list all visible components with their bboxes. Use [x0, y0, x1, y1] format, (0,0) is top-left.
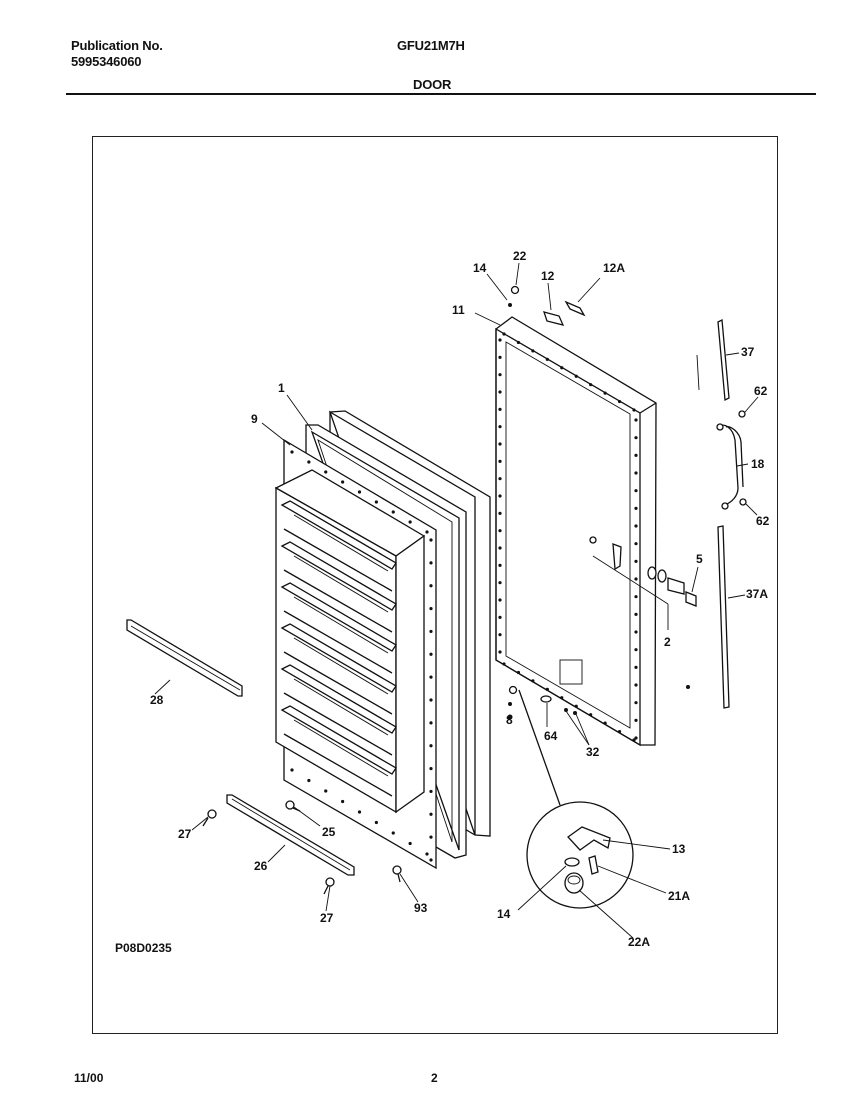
- callout-62-bottom: 62: [756, 514, 770, 528]
- callout-62-top: 62: [754, 384, 768, 398]
- hinge-parts-mid: [589, 536, 697, 630]
- callout-64: 64: [544, 729, 558, 743]
- screw-27a: [202, 809, 217, 827]
- door-outer-panel: [495, 316, 657, 747]
- callout-13: 13: [672, 842, 686, 856]
- callout-12: 12: [541, 269, 555, 283]
- drawing-code: P08D0235: [115, 941, 172, 955]
- callout-27-left: 27: [178, 827, 192, 841]
- callout-22: 22: [513, 249, 527, 263]
- door-inner-liner: [274, 438, 437, 870]
- footer-page-number: 2: [431, 1071, 438, 1085]
- screw-93: [392, 865, 402, 883]
- publication-label: Publication No.: [71, 38, 163, 53]
- callout-93: 93: [414, 901, 428, 915]
- callout-2: 2: [664, 635, 671, 649]
- callout-21a: 21A: [668, 889, 690, 903]
- shelf-rail-28: [126, 619, 243, 697]
- section-title: DOOR: [413, 77, 452, 92]
- callout-25: 25: [322, 825, 336, 839]
- callout-12a: 12A: [603, 261, 625, 275]
- callout-37a: 37A: [746, 587, 768, 601]
- callout-37: 37: [741, 345, 755, 359]
- publication-number: 5995346060: [71, 54, 142, 69]
- model-number: GFU21M7H: [397, 38, 465, 53]
- header-rule: [66, 93, 816, 95]
- leader-lines: [154, 262, 759, 939]
- callout-14-bottom: 14: [497, 907, 511, 921]
- callout-26: 26: [254, 859, 268, 873]
- callout-32: 32: [586, 745, 600, 759]
- hinge-parts-bottom: [507, 685, 690, 806]
- door-handle: [696, 318, 747, 709]
- callout-9: 9: [251, 412, 258, 426]
- hinge-detail-circle: [526, 801, 634, 909]
- callout-27-bottom: 27: [320, 911, 334, 925]
- callout-18: 18: [751, 457, 765, 471]
- callout-11: 11: [452, 303, 465, 317]
- callout-22a: 22A: [628, 935, 650, 949]
- callout-5: 5: [696, 552, 703, 566]
- callout-8: 8: [506, 713, 513, 727]
- callout-28: 28: [150, 693, 164, 707]
- footer-date: 11/00: [74, 1071, 104, 1085]
- callout-labels: 1 9 11 14 22 12 12A 37 62 18 62 5 37A 2 …: [150, 249, 770, 949]
- diagram-frame: [92, 136, 778, 1034]
- callout-1: 1: [278, 381, 285, 395]
- small-parts-top: [508, 285, 586, 326]
- callout-14-top: 14: [473, 261, 487, 275]
- shelf-rail-26: [226, 794, 355, 876]
